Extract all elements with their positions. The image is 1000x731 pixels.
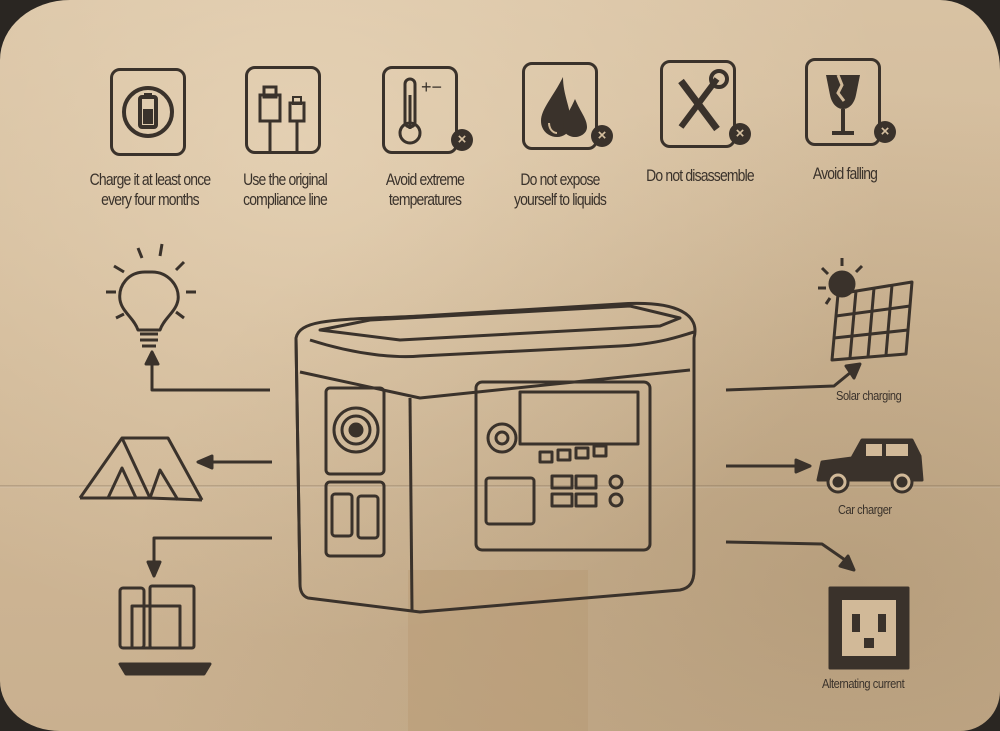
caption-line: temperatures [388,190,462,209]
caption-line: Use the original [243,170,328,189]
caption-falling: Avoid falling [788,164,903,184]
caption-charge: Charge it at least once every four month… [84,170,215,210]
usb-cable-icon [245,66,321,154]
prohibited-icon: × [591,125,613,147]
label-car-charger: Car charger [838,502,892,517]
packing-tape [408,570,588,731]
caption-line: every four months [101,190,199,209]
power-station-icon [294,301,697,614]
prohibited-icon: × [729,123,751,145]
svg-text:+−: +− [421,77,442,97]
broken-glass-icon: × [805,58,896,146]
cardboard-fold [0,485,1000,488]
label-alternating-current: Alternating current [822,676,905,691]
caption-line: Do not expose [520,170,600,189]
devices-icon [118,584,212,676]
solar-panel-icon [818,258,914,362]
car-icon [816,438,924,494]
label-solar-charging: Solar charging [836,388,902,403]
caption-cable: Use the original compliance line [228,170,343,210]
caption-line: compliance line [243,190,328,209]
prohibited-icon: × [874,121,896,143]
battery-charge-icon [110,68,186,156]
tools-icon: × [660,60,751,148]
light-bulb-icon [106,243,196,348]
caption-line: yourself to liquids [513,190,607,209]
caption-line: Do not disassemble [646,166,754,185]
thermometer-icon: +− × [382,66,473,154]
caption-line: Avoid falling [812,164,878,183]
water-drops-icon: × [522,62,613,150]
caption-disassemble: Do not disassemble [634,166,765,186]
prohibited-icon: × [451,129,473,151]
caption-line: Charge it at least once [89,170,211,189]
caption-line: Avoid extreme [385,170,465,189]
tent-icon [78,436,204,502]
ac-outlet-icon [828,586,910,670]
caption-liquids: Do not expose yourself to liquids [499,170,622,210]
caption-temperature: Avoid extreme temperatures [368,170,483,210]
